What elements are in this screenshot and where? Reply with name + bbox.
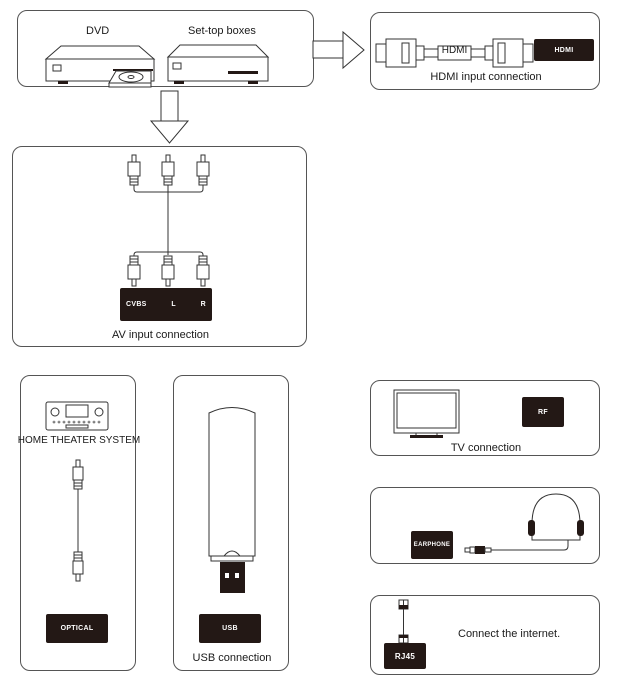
rf-port[interactable]: RF xyxy=(522,397,564,427)
av-port-r[interactable]: R xyxy=(200,301,206,308)
hdmi-cable-icon xyxy=(375,38,534,68)
av-caption: AV input connection xyxy=(111,329,210,341)
optical-port[interactable]: OPTICAL xyxy=(46,614,108,643)
dvd-player-icon xyxy=(44,45,156,88)
home-theater-label: HOME THEATER SYSTEM xyxy=(17,435,141,446)
source-devices-panel: DVD Set-top boxes xyxy=(17,10,314,88)
arrow-right-icon xyxy=(312,30,365,70)
arrow-down-icon xyxy=(149,90,190,144)
optical-connection-panel: HOME THEATER SYSTEM OPTICAL xyxy=(18,375,140,671)
home-theater-icon xyxy=(45,401,109,431)
hdmi-port[interactable]: HDMI xyxy=(534,39,594,61)
av-port-cvbs[interactable]: CVBS xyxy=(126,301,147,308)
hdmi-cable-label: HDMI xyxy=(441,45,468,56)
hdmi-connection-panel: HDMI HDMI HDMI input connection xyxy=(370,12,600,90)
av-connection-panel: CVBS L R AV input connection xyxy=(12,146,307,347)
tv-icon xyxy=(393,389,460,438)
tv-caption: TV connection xyxy=(450,442,522,454)
optical-cable-icon xyxy=(72,459,84,582)
network-connection-panel: RJ45 Connect the internet. xyxy=(370,595,600,675)
av-cable-icon xyxy=(127,154,210,287)
hdmi-caption: HDMI input connection xyxy=(430,71,542,83)
av-port-l[interactable]: L xyxy=(171,301,176,308)
av-port-panel: CVBS L R xyxy=(120,288,212,321)
dvd-label: DVD xyxy=(86,25,110,37)
usb-caption: USB connection xyxy=(192,652,272,664)
usb-plug-icon xyxy=(220,562,245,593)
usb-connection-panel: USB USB connection xyxy=(173,375,289,671)
usb-drive-icon xyxy=(208,407,256,562)
earphone-connection-panel: EARPHONE xyxy=(370,487,600,564)
usb-port[interactable]: USB xyxy=(199,614,261,643)
set-top-box-label: Set-top boxes xyxy=(188,25,256,37)
rj45-port[interactable]: RJ45 xyxy=(384,643,426,669)
earphone-cable-icon xyxy=(464,493,584,554)
network-caption: Connect the internet. xyxy=(458,628,561,640)
tv-connection-panel: RF TV connection xyxy=(370,380,600,456)
set-top-box-icon xyxy=(166,44,270,84)
earphone-port[interactable]: EARPHONE xyxy=(411,531,453,559)
